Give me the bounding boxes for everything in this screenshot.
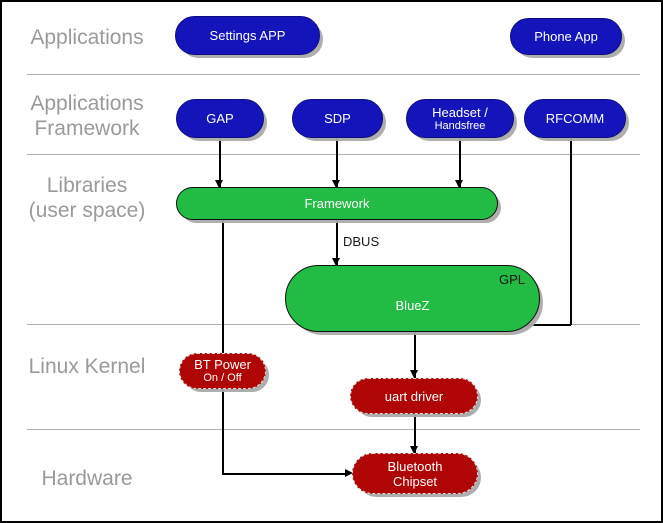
node-bluetooth-chipset[interactable]: Bluetooth Chipset [352, 453, 478, 494]
node-bt-power-label: BT Power [194, 357, 251, 372]
node-gap-label: GAP [206, 111, 234, 126]
node-settings-app[interactable]: Settings APP [175, 16, 320, 55]
arrowhead-bluez-to-uart [410, 370, 418, 378]
node-bluetooth-chipset-label: Bluetooth [387, 458, 443, 474]
connector-rfcomm-vertical [570, 138, 572, 325]
layer-label-applications-framework: Applications Framework [30, 92, 144, 140]
node-gap[interactable]: GAP [176, 99, 264, 138]
connector-sdp-to-framework [336, 138, 338, 188]
arrowhead-headset-to-framework [455, 180, 463, 188]
node-rfcomm-label: RFCOMM [545, 111, 605, 126]
node-headset-handsfree-label: Headset / [432, 104, 488, 120]
node-bluez[interactable]: GPL BlueZ [285, 265, 540, 332]
node-uart-driver-label: uart driver [384, 388, 444, 404]
node-bluez-label: BlueZ [395, 298, 430, 313]
connector-bluez-to-uart [414, 332, 416, 378]
node-bt-power[interactable]: BT Power On / Off [179, 353, 266, 389]
node-bluez-gpl-badge: GPL [498, 272, 525, 287]
node-sdp[interactable]: SDP [292, 99, 383, 138]
layer-label-hardware: Hardware [41, 467, 133, 490]
connector-rfcomm-horizontal [526, 324, 571, 326]
node-settings-app-label: Settings APP [209, 28, 286, 43]
connector-framework-to-bluez [336, 220, 338, 266]
node-framework-label: Framework [304, 196, 370, 211]
node-headset-handsfree[interactable]: Headset / Handsfree [406, 99, 514, 138]
arrowhead-uart-to-chipset [410, 446, 418, 454]
node-bt-power-sublabel: On / Off [203, 372, 242, 384]
arrowhead-gap-to-framework [215, 180, 223, 188]
arrowhead-framework-to-chipset [345, 469, 353, 477]
connector-uart-to-chipset [414, 408, 416, 454]
divider-framework-libraries [27, 154, 640, 155]
node-uart-driver[interactable]: uart driver [350, 378, 478, 414]
node-bluetooth-chipset-sublabel: Chipset [392, 473, 438, 489]
layer-label-applications: Applications [30, 26, 144, 49]
node-sdp-label: SDP [324, 111, 351, 126]
connector-headset-to-framework [459, 138, 461, 188]
connector-framework-to-chipset-horizontal [222, 473, 347, 475]
node-rfcomm[interactable]: RFCOMM [524, 99, 626, 138]
divider-kernel-hardware [27, 429, 640, 430]
connector-framework-to-chipset-vertical [222, 220, 224, 474]
connector-gap-to-framework [219, 138, 221, 188]
arrowhead-sdp-to-framework [332, 180, 340, 188]
layer-label-libraries: Libraries (user space) [28, 174, 146, 222]
edge-label-dbus: DBUS [343, 234, 380, 249]
node-phone-app[interactable]: Phone App [510, 18, 622, 55]
arrowhead-framework-to-bluez [332, 258, 340, 266]
node-framework[interactable]: Framework [176, 187, 498, 220]
node-headset-handsfree-sublabel: Handsfree [434, 119, 486, 132]
node-phone-app-label: Phone App [534, 29, 598, 44]
divider-applications-framework [27, 74, 640, 75]
layer-label-linux-kernel: Linux Kernel [28, 355, 146, 378]
